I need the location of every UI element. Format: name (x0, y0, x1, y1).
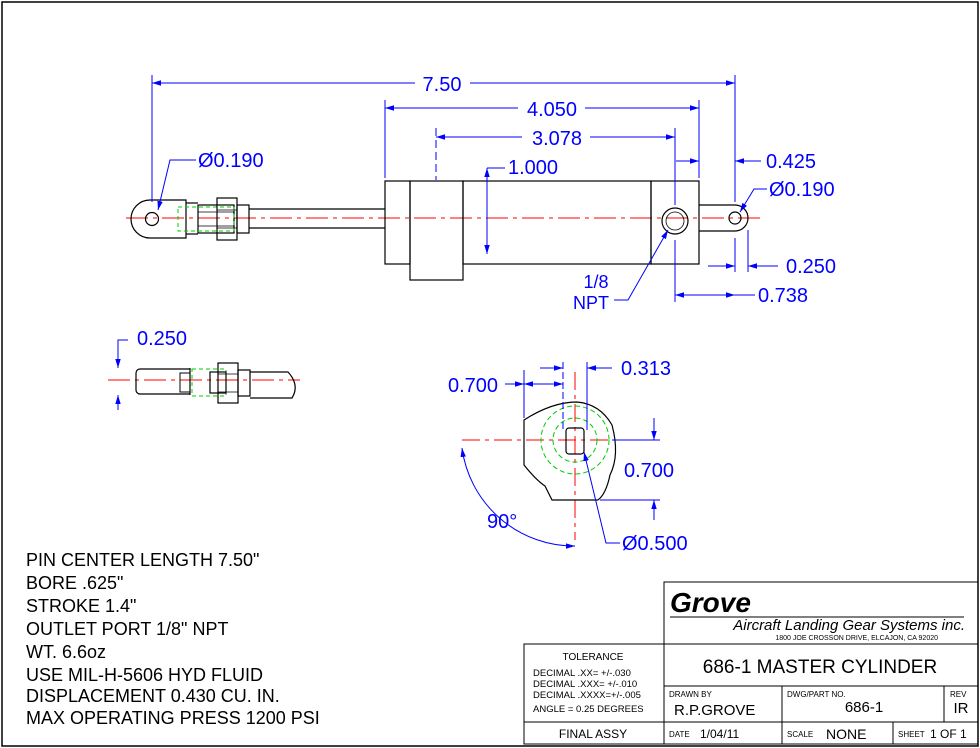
drawn-by-label: DRAWN BY (669, 690, 712, 699)
cylinder-barrel (462, 180, 652, 265)
note-line: USE MIL-H-5606 HYD FLUID (26, 665, 263, 685)
angle-arc-90 (460, 447, 576, 549)
rod-shoulder (236, 204, 250, 234)
dim-1-000: 1.000 (508, 157, 558, 179)
dim-end-view-h: 0.700 (624, 460, 674, 482)
side-view-dim-text: 7.50 4.050 3.078 1.000 Ø0.190 0.425 Ø0.1… (198, 74, 836, 313)
side-view (126, 180, 760, 281)
leader-0-250 (115, 339, 128, 368)
company-logo: Grove (670, 587, 751, 618)
side-view-dimensions (151, 75, 778, 302)
dim-end-view-hole: Ø0.500 (622, 533, 688, 555)
dim-0-425: 0.425 (766, 151, 816, 173)
rear-clevis (699, 204, 749, 232)
title-block (523, 581, 979, 745)
dim-4-050: 4.050 (527, 99, 577, 121)
cylinder-front-cap (409, 180, 464, 281)
dim-end-pin-dia: Ø0.190 (769, 179, 835, 201)
rev-label: REV (950, 690, 967, 699)
clevis-slot (179, 372, 191, 393)
end-view-hidden-rod (552, 417, 598, 463)
tolerance-header: TOLERANCE (563, 652, 624, 663)
sheet-label: SHEET (898, 730, 925, 739)
rev: IR (954, 700, 969, 717)
company-address: 1800 JOE CROSSON DRIVE, ELCAJON, CA 9202… (775, 635, 938, 642)
part-no: 686-1 (845, 699, 883, 716)
hidden-thread (177, 206, 235, 232)
leader-rear-pin (739, 188, 767, 213)
rear-pin-hole (728, 211, 742, 225)
date: 1/04/11 (700, 727, 739, 741)
npt-port (661, 207, 689, 235)
end-view-dim-text: 0.700 0.313 0.700 Ø0.500 90° (448, 358, 688, 555)
tolerance-line: DECIMAL .XX= +/-.030 (533, 668, 631, 679)
sheet: 1 OF 1 (930, 727, 967, 741)
dim-0-738: 0.738 (758, 285, 808, 307)
note-line: BORE .625" (26, 573, 123, 593)
dim-clevis-slot: 0.250 (137, 328, 187, 350)
end-view-hidden-bore (540, 405, 610, 475)
scale: NONE (826, 726, 866, 742)
note-line: WT. 6.6oz (26, 642, 106, 662)
end-view-outline (523, 401, 617, 501)
note-line: DISPLACEMENT 0.430 CU. IN. (26, 686, 280, 706)
detail-shoulder (237, 369, 251, 397)
npt-port-inner (665, 211, 685, 231)
part-no-label: DWG/PART NO. (787, 690, 846, 699)
company-name: Aircraft Landing Gear Systems inc. (732, 617, 965, 634)
drawn-by: R.P.GROVE (674, 702, 755, 719)
npt-label-size: 1/8 (583, 272, 608, 292)
tolerance-line: DECIMAL .XXXX=+/-.005 (533, 690, 641, 701)
clevis-detail-dimensions (115, 339, 128, 410)
date-label: DATE (669, 730, 690, 739)
title-block-text: Grove Aircraft Landing Gear Systems inc.… (533, 587, 969, 742)
notes: PIN CENTER LENGTH 7.50" BORE .625" STROK… (26, 550, 320, 728)
leader-hole-dia (583, 451, 620, 544)
npt-label-type: NPT (573, 293, 609, 313)
final-assy: FINAL ASSY (559, 727, 627, 741)
dim-angle: 90° (487, 511, 517, 533)
dim-end-view-w: 0.700 (448, 375, 498, 397)
leader-npt (614, 229, 669, 301)
rod-end-pin-hole (144, 211, 160, 227)
tolerance-frame (523, 643, 665, 745)
detail-rod-break (250, 371, 296, 399)
detail-hidden-thread (191, 368, 227, 397)
cylinder-gland (384, 180, 411, 265)
note-line: STROKE 1.4" (26, 596, 136, 616)
note-line: OUTLET PORT 1/8" NPT (26, 619, 228, 639)
clevis-outline (135, 368, 190, 395)
note-line: PIN CENTER LENGTH 7.50" (26, 550, 259, 570)
threaded-rod-end (197, 204, 235, 234)
dim-rod-pin-dia: Ø0.190 (198, 150, 264, 172)
note-line: MAX OPERATING PRESS 1200 PSI (26, 708, 320, 728)
tolerance-line: DECIMAL .XXX= +/-.010 (533, 679, 637, 690)
leader-rod-pin (157, 159, 196, 211)
drawing-title: 686-1 MASTER CYLINDER (703, 657, 937, 678)
dim-7-50: 7.50 (423, 74, 462, 96)
rod-end-eye (130, 199, 187, 239)
end-view-dimensions (460, 362, 660, 549)
dim-end-view-off: 0.313 (621, 358, 671, 380)
tolerance-line: ANGLE = 0.25 DEGREES (533, 704, 644, 715)
scale-label: SCALE (787, 730, 813, 739)
clevis-detail-view (108, 362, 300, 404)
dim-0-250: 0.250 (786, 256, 836, 278)
dim-3-078: 3.078 (532, 128, 582, 150)
end-view-square-hole (565, 427, 585, 455)
